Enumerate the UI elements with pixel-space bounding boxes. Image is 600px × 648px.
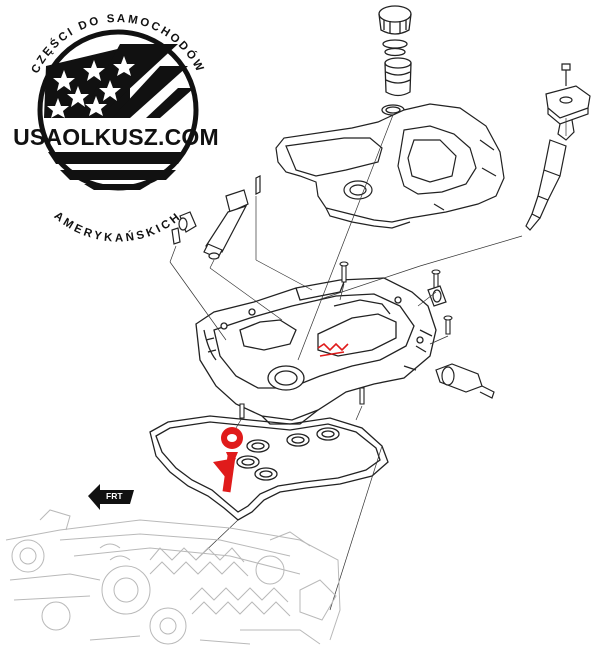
logo-stripes [48, 152, 186, 190]
highlight-arrow [213, 452, 238, 493]
svg-text:AMERYKAŃSKICH: AMERYKAŃSKICH [52, 210, 185, 245]
engine-block-outline [5, 509, 341, 645]
vvt-solenoid-right [435, 363, 495, 399]
logo-flag [44, 44, 194, 118]
logo-stars [47, 56, 135, 118]
brand-name: USAOLKUSZ.COM [13, 124, 219, 150]
vvt-solenoid-left [171, 175, 261, 260]
leader-lines [169, 114, 567, 611]
oil-filler-tube [381, 57, 412, 116]
ignition-coil [525, 63, 591, 231]
front-direction-arrow: FRT [88, 484, 134, 510]
valve-cover-gasket [149, 415, 389, 521]
logo-bottom-text: AMERYKAŃSKICH [52, 210, 182, 245]
spark-plug-tube-seals [236, 427, 340, 481]
highlighted-seal [221, 427, 243, 449]
frt-label: FRT [106, 491, 123, 501]
upper-valve-cover [275, 103, 505, 229]
oil-filler-cap [378, 5, 412, 57]
cover-red-emblem [317, 342, 349, 357]
valve-cover-assembly [195, 277, 437, 425]
cover-bolts [239, 261, 453, 419]
